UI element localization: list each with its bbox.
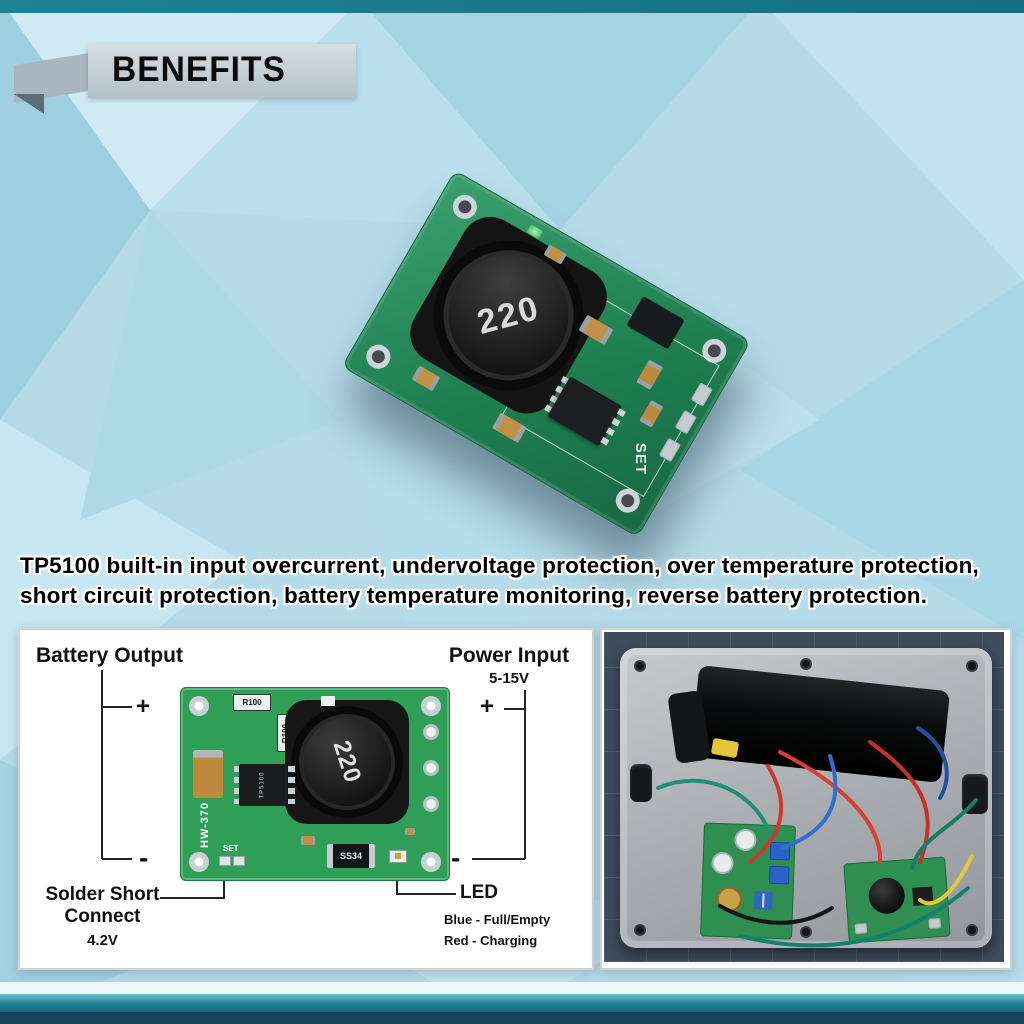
plus-right: + xyxy=(480,693,495,720)
plus-left: + xyxy=(136,693,151,720)
wire-green xyxy=(656,778,772,838)
box-photo-panel xyxy=(600,628,1012,970)
wire-green xyxy=(910,798,978,870)
led-blue-label: Blue - Full/Empty xyxy=(444,912,551,927)
battery-output-label: Battery Output xyxy=(36,644,183,667)
description-text: TP5100 built-in input overcurrent, under… xyxy=(20,551,1020,610)
solder-short-block: Solder Short Connect 4.2V xyxy=(25,884,180,949)
through-hole-pad xyxy=(423,760,439,776)
screw xyxy=(800,926,812,938)
through-hole-pad xyxy=(423,724,439,740)
solder-jumper-pad xyxy=(219,856,231,866)
mount-pad xyxy=(421,696,441,716)
set-silkscreen-label: SET xyxy=(631,442,649,476)
power-input-voltage: 5-15V xyxy=(488,670,530,687)
cutting-mat-background xyxy=(604,632,1004,962)
screw xyxy=(966,924,978,936)
ic-pins xyxy=(234,766,241,804)
inductor-value-label: 220 xyxy=(327,737,367,787)
panel-jack-left xyxy=(630,764,652,802)
bottom-navy-strip xyxy=(0,1012,1024,1024)
mount-pad xyxy=(189,852,209,872)
led-block: LED Blue - Full/Empty Red - Charging xyxy=(444,882,586,948)
wire-red xyxy=(748,764,784,864)
power-inductor: 220 xyxy=(291,706,403,818)
screw xyxy=(966,660,978,672)
through-hole-pad xyxy=(423,796,439,812)
silkscreen-outline xyxy=(321,696,335,706)
top-accent-bar xyxy=(0,0,1024,13)
project-box xyxy=(620,648,992,948)
page-title: BENEFITS xyxy=(112,50,286,89)
description-line-1: TP5100 built-in input overcurrent, under… xyxy=(20,553,979,578)
solder-short-line1: Solder Short xyxy=(45,884,160,905)
bottom-white-strip xyxy=(0,982,1024,994)
wire-blue xyxy=(916,726,949,800)
wiring xyxy=(656,726,978,948)
screw xyxy=(634,924,646,936)
smd-capacitor xyxy=(405,828,415,835)
power-input-block: Power Input 5-15V xyxy=(436,644,582,687)
diagram-pcb: R100 R100 220 TP5100 HW-370 SET SS34 xyxy=(180,687,450,881)
solder-short-line2: Connect xyxy=(64,906,141,927)
power-input-label: Power Input xyxy=(448,644,570,667)
mount-pad xyxy=(189,696,209,716)
wire-black xyxy=(718,904,834,925)
led-component xyxy=(389,850,407,863)
benefits-banner xyxy=(88,44,356,98)
set-silkscreen-label: SET xyxy=(223,844,239,853)
inductor-value-label: 220 xyxy=(473,288,544,342)
ic-pins xyxy=(288,766,295,804)
electrolytic-capacitor xyxy=(193,750,223,798)
description-line-2: short circuit protection, battery temper… xyxy=(20,582,928,608)
screw xyxy=(800,658,812,670)
mount-hole xyxy=(361,340,395,374)
mount-hole xyxy=(448,190,482,224)
bottom-teal-strip xyxy=(0,994,1024,1012)
connector-lines xyxy=(101,670,526,899)
screw xyxy=(634,660,646,672)
tp5100-ic: TP5100 xyxy=(239,764,287,806)
smd-capacitor xyxy=(301,836,315,845)
wire-red xyxy=(778,750,883,864)
banner-fold xyxy=(14,94,44,114)
ic-label: TP5100 xyxy=(259,771,266,799)
wire-blue xyxy=(780,754,838,850)
solder-short-voltage: 4.2V xyxy=(87,932,118,949)
diagram-panel: Battery Output Power Input 5-15V + - + -… xyxy=(18,628,594,970)
minus-right: - xyxy=(451,842,461,873)
minus-left: - xyxy=(139,842,149,873)
wire-teal xyxy=(738,886,970,948)
smd-capacitor xyxy=(411,365,441,392)
led-red-label: Red - Charging xyxy=(444,933,538,948)
diode-ss34: SS34 xyxy=(327,844,375,868)
wire-yellow xyxy=(918,854,974,906)
solder-jumper-pad xyxy=(233,856,245,866)
mount-pad xyxy=(421,852,441,872)
resistor-r100: R100 xyxy=(233,694,271,711)
model-silkscreen-label: HW-370 xyxy=(199,801,211,848)
led-label: LED xyxy=(460,882,498,903)
